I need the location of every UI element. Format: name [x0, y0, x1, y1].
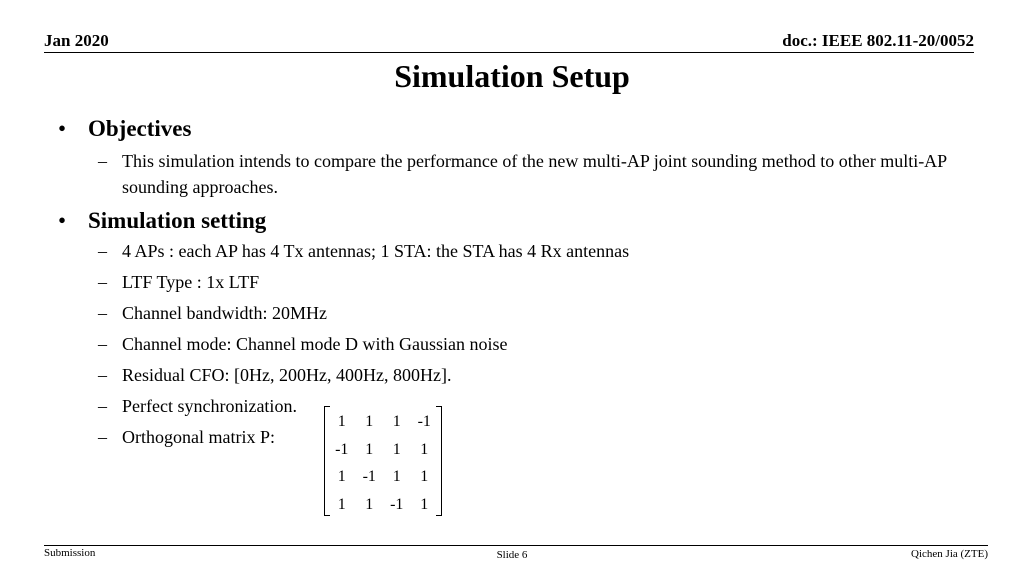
setting-item-bandwidth: – Channel bandwidth: 20MHz: [56, 300, 976, 331]
matrix-grid: 1 1 1 -1 -1 1 1 1 1 -1 1 1 1 1 -1 1: [328, 408, 438, 518]
matrix-cell: 1: [337, 413, 346, 430]
matrix-p: 1 1 1 -1 -1 1 1 1 1 -1 1 1 1 1 -1 1: [324, 406, 442, 516]
matrix-cell: 1: [392, 440, 401, 458]
setting-item-text: 4 APs : each AP has 4 Tx antennas; 1 STA…: [122, 241, 630, 261]
matrix-cell: 1: [392, 468, 401, 485]
matrix-cell: 1: [337, 495, 346, 513]
matrix-cell: 1: [420, 468, 429, 485]
dash-icon: –: [98, 334, 107, 354]
dash-icon: –: [98, 151, 107, 171]
setting-item-text: Channel mode: Channel mode D with Gaussi…: [122, 334, 508, 354]
dash-icon: –: [98, 241, 107, 261]
matrix-cell: -1: [362, 468, 376, 485]
slide-title: Simulation Setup: [394, 58, 630, 94]
bullet-objectives: • Objectives: [56, 114, 976, 144]
matrix-left-bracket: [324, 406, 330, 516]
setting-item-text: Residual CFO: [0Hz, 200Hz, 400Hz, 800Hz]…: [122, 365, 452, 385]
objectives-item-text: This simulation intends to compare the p…: [122, 151, 947, 197]
dash-icon: –: [98, 427, 107, 447]
matrix-cell: 1: [392, 413, 401, 430]
setting-item-ltf: – LTF Type : 1x LTF: [56, 269, 976, 300]
bullet-simulation-setting: • Simulation setting: [56, 206, 976, 236]
matrix-cell: 1: [420, 495, 429, 513]
setting-item-matrix: – Orthogonal matrix P: 1 1 1 -1 -1 1 1 1…: [56, 406, 976, 516]
header-divider: [44, 52, 974, 53]
setting-item-text: LTF Type : 1x LTF: [122, 272, 260, 292]
setting-item-channel-mode: – Channel mode: Channel mode D with Gaus…: [56, 331, 976, 362]
footer-author: Qichen Jia (ZTE): [911, 548, 988, 560]
matrix-cell: -1: [390, 495, 404, 513]
matrix-cell: 1: [365, 495, 374, 513]
matrix-cell: 1: [337, 468, 346, 485]
matrix-cell: 1: [365, 440, 374, 458]
setting-item-text: Orthogonal matrix P:: [122, 427, 275, 447]
setting-item-text: Channel bandwidth: 20MHz: [122, 303, 327, 323]
setting-item-text: Perfect synchronization.: [122, 396, 297, 416]
setting-item-antennas: – 4 APs : each AP has 4 Tx antennas; 1 S…: [56, 238, 976, 269]
bullet-dot-icon: •: [58, 208, 67, 233]
dash-icon: –: [98, 303, 107, 323]
matrix-cell: 1: [365, 413, 374, 430]
dash-icon: –: [98, 365, 107, 385]
objectives-item: – This simulation intends to compare the…: [56, 148, 976, 200]
matrix-cell: -1: [335, 440, 349, 458]
slide-content: • Objectives – This simulation intends t…: [56, 114, 976, 516]
setting-item-sync: – Perfect synchronization.: [56, 393, 976, 424]
bullet-dot-icon: •: [58, 116, 67, 141]
bullet-objectives-label: Objectives: [88, 116, 192, 141]
matrix-cell: 1: [420, 440, 429, 458]
header-date: Jan 2020: [44, 31, 109, 50]
dash-icon: –: [98, 272, 107, 292]
matrix-right-bracket: [436, 406, 442, 516]
header-doc-id: doc.: IEEE 802.11-20/0052: [782, 31, 974, 50]
dash-icon: –: [98, 396, 107, 416]
setting-item-cfo: – Residual CFO: [0Hz, 200Hz, 400Hz, 800H…: [56, 362, 976, 393]
bullet-setting-label: Simulation setting: [88, 208, 267, 233]
footer-slide-number: Slide 6: [496, 549, 528, 561]
footer-submission: Submission: [44, 547, 96, 559]
footer-divider: [44, 545, 988, 546]
matrix-cell: -1: [417, 413, 431, 430]
